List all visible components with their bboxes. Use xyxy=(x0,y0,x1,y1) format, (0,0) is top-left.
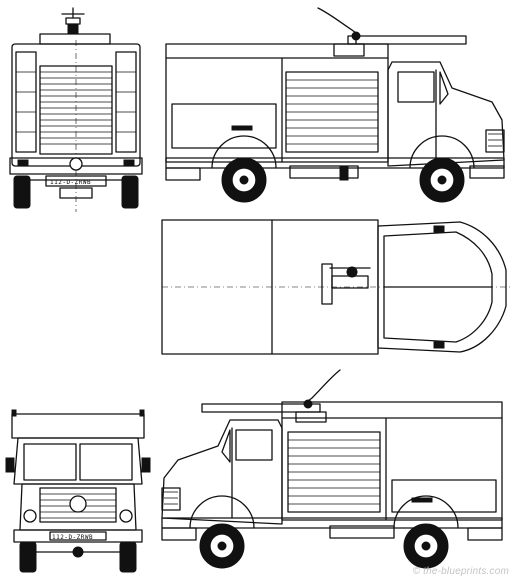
rear-view: 112-D-ZRWB xyxy=(9,7,143,212)
roof-monitor-boom xyxy=(317,7,467,57)
watermark: © the-blueprints.com xyxy=(412,566,509,577)
top-monitor xyxy=(321,263,371,305)
body-compartment-doors xyxy=(165,57,389,163)
top-cab-roof xyxy=(377,221,507,353)
front-grille xyxy=(19,483,137,531)
cab-side-right xyxy=(161,419,283,525)
side-view-left xyxy=(165,7,505,203)
cab-side xyxy=(387,61,505,167)
side-view-right xyxy=(161,369,503,569)
side-chassis xyxy=(165,157,505,181)
rear-roof-monitor xyxy=(39,7,111,45)
front-wheels xyxy=(19,541,137,573)
top-view xyxy=(161,219,510,355)
front-view: 112-D-ZRWB xyxy=(5,409,151,573)
right-wheel-front xyxy=(189,495,255,569)
right-roller-shutter xyxy=(287,431,381,513)
front-license-plate: 112-D-ZRWB xyxy=(52,534,93,541)
rear-bumper xyxy=(9,157,143,187)
rear-roller-shutter xyxy=(39,40,113,212)
right-compartment-doors xyxy=(281,417,503,521)
front-cab xyxy=(5,437,151,485)
right-chassis xyxy=(161,517,503,541)
front-body-top xyxy=(11,413,145,439)
rear-wheels xyxy=(13,175,139,209)
side-wheel-front xyxy=(409,135,475,203)
right-wheel-rear xyxy=(393,495,459,569)
side-roller-shutter xyxy=(285,71,379,153)
roof-monitor-boom-right xyxy=(201,369,341,423)
front-bumper xyxy=(13,529,143,543)
rear-license-plate: 112-D-ZRWB xyxy=(50,179,91,186)
side-wheel-rear xyxy=(211,135,277,203)
rear-side-compartments xyxy=(15,51,137,153)
